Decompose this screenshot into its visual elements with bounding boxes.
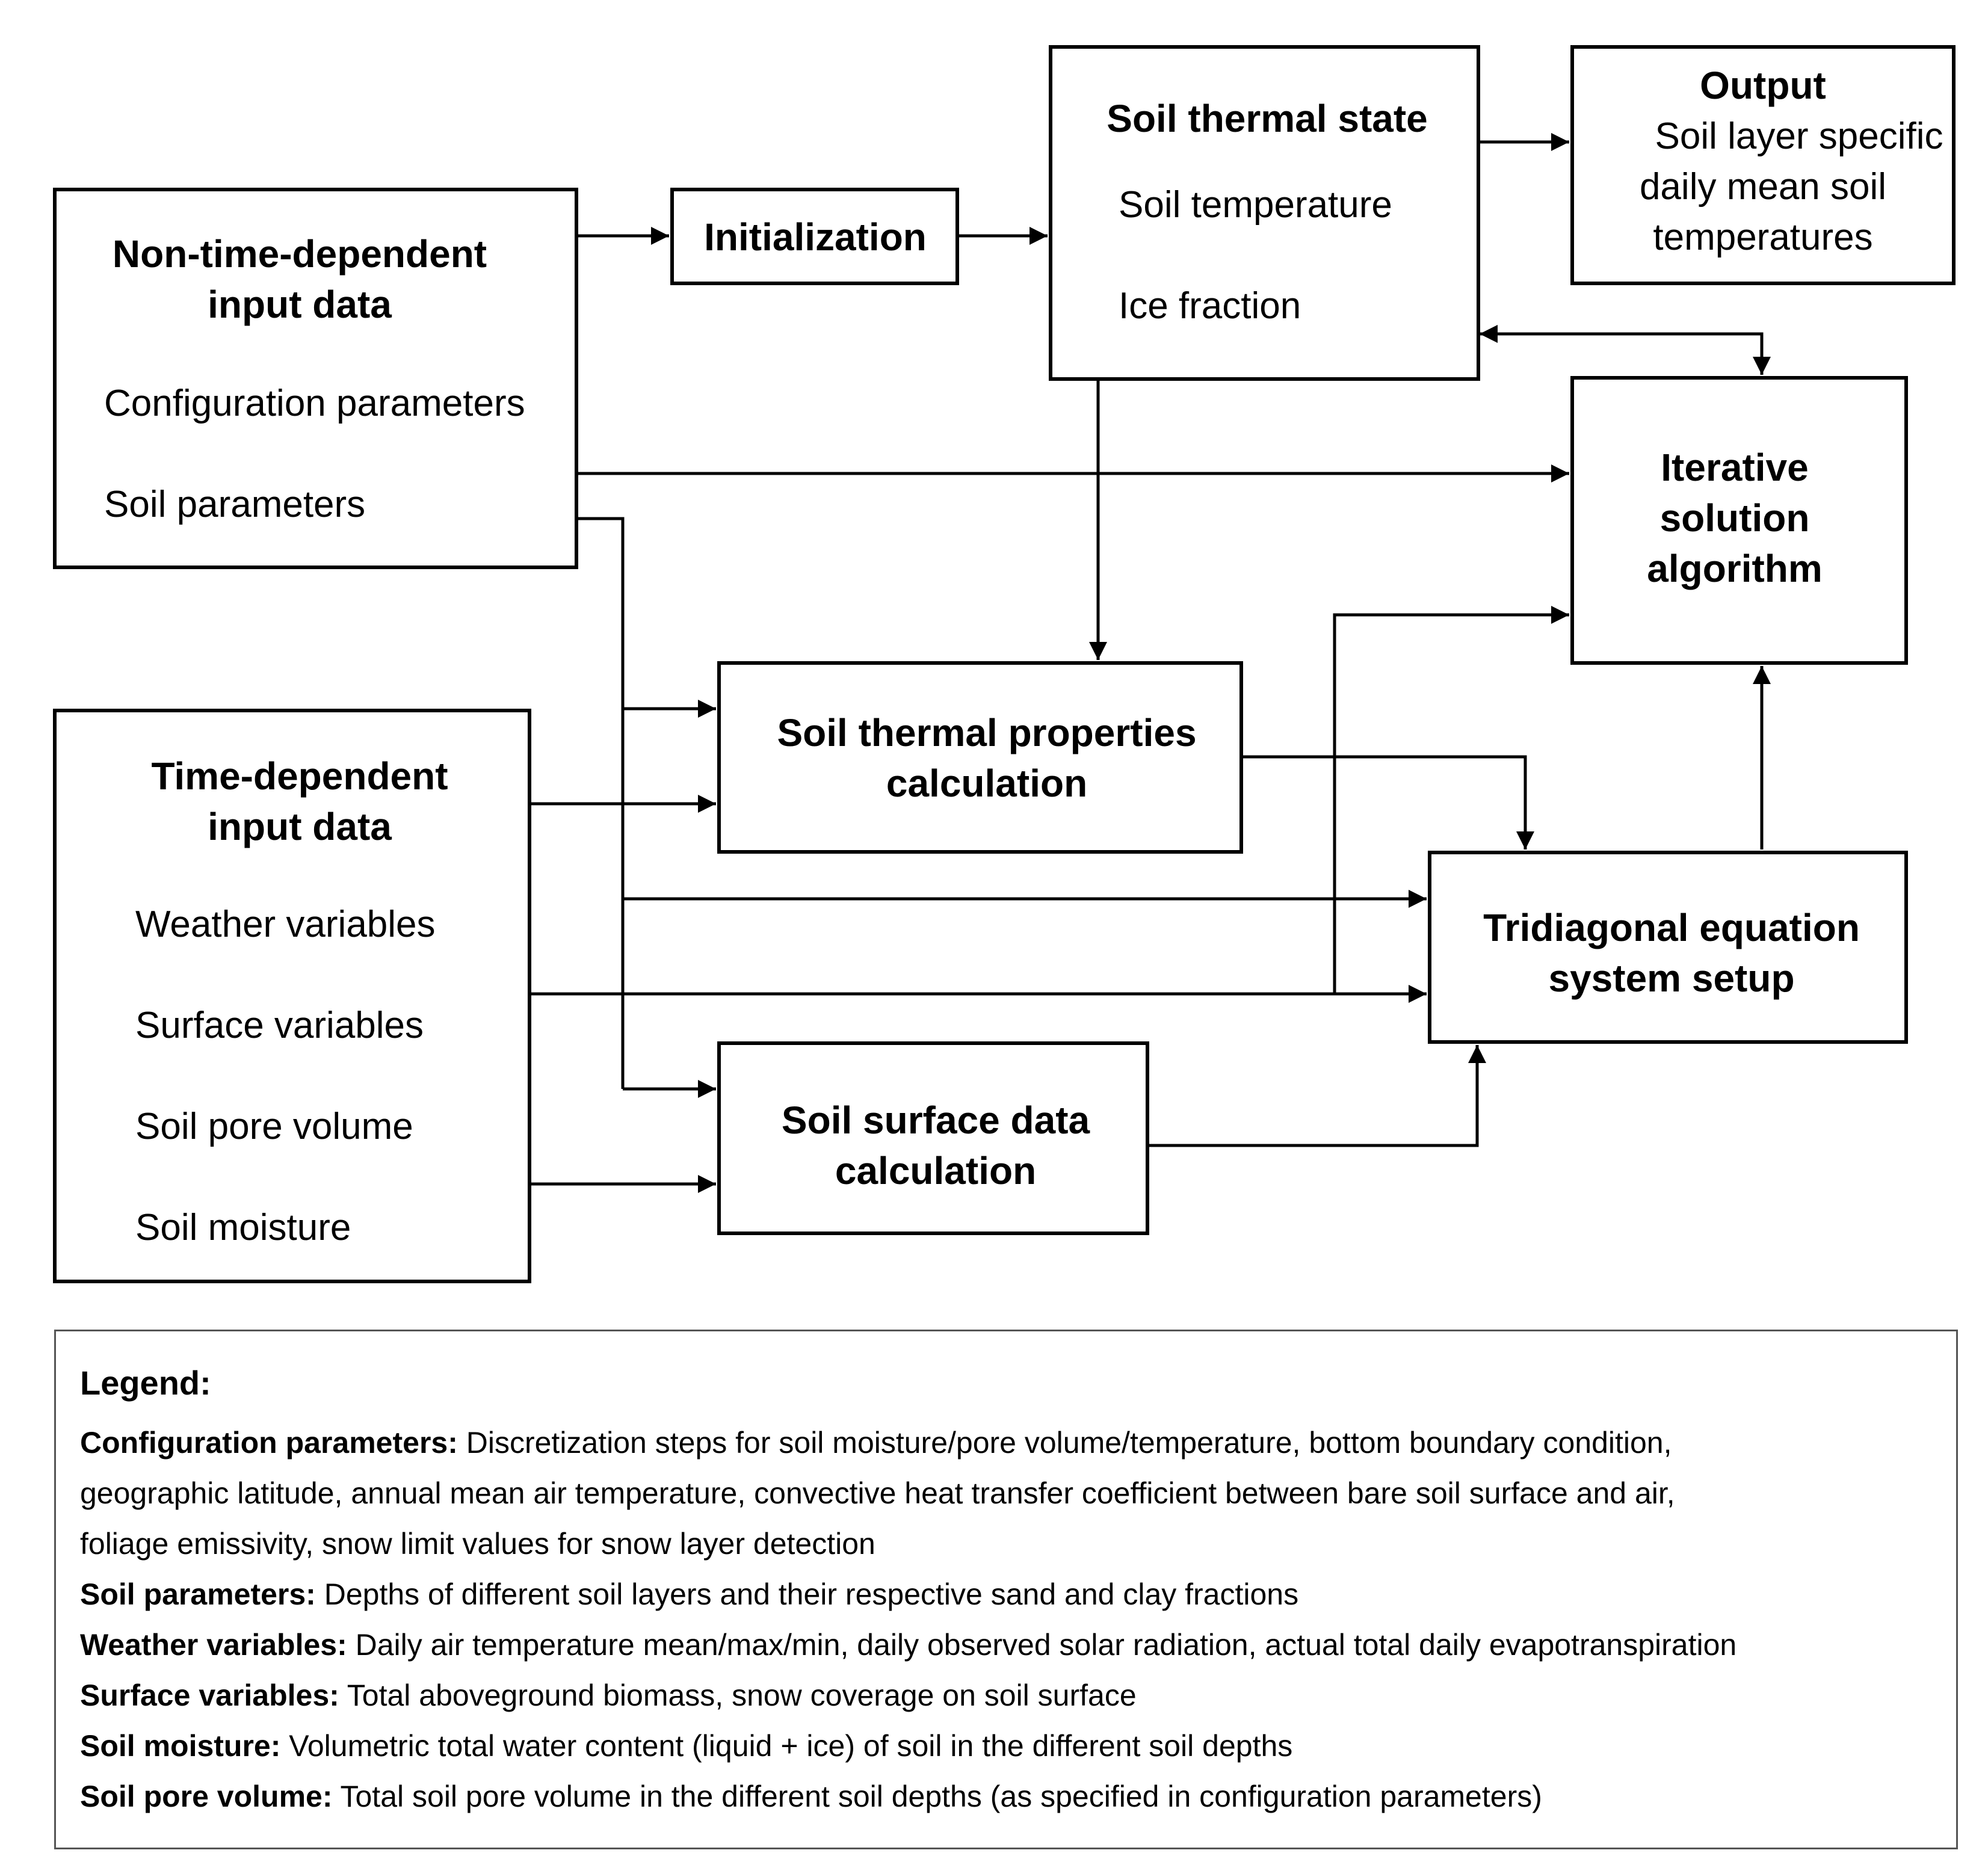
arrow-iterative-to-thermal-state [1480,325,1771,375]
legend-pore-text: Total soil pore volume in the different … [332,1780,1542,1813]
legend-soil-params-line: Soil parameters: Depths of different soi… [80,1579,1298,1609]
weather-variables-item: Weather variables [135,904,436,945]
initialization-box [670,188,959,285]
legend-surface-label: Surface variables: [80,1678,339,1712]
soil-pore-volume-item: Soil pore volume [135,1106,413,1147]
legend-pore-label: Soil pore volume: [80,1780,333,1813]
legend-moisture-line: Soil moisture: Volumetric total water co… [80,1731,1292,1761]
legend-weather-label: Weather variables: [80,1628,347,1662]
legend-moisture-label: Soil moisture: [80,1729,281,1763]
legend-moisture-text: Volumetric total water content (liquid +… [280,1729,1293,1763]
legend-title: Legend: [80,1364,211,1402]
surface-data-line-2: calculation [835,1149,1037,1192]
configuration-parameters-item: Configuration parameters [104,383,525,424]
non-time-dependent-title-line2: input data [208,283,392,326]
legend-soil-params-label: Soil parameters: [80,1577,316,1611]
soil-thermal-properties-box [717,661,1243,854]
time-dependent-title-line2: input data [208,805,392,848]
output-line-2: daily mean soil [1639,166,1887,208]
time-dependent-input-box [53,709,531,1283]
surface-variables-item: Surface variables [135,1005,424,1046]
soil-moisture-item: Soil moisture [135,1207,351,1248]
soil-surface-data-box [717,1041,1149,1235]
ice-fraction-item: Ice fraction [1119,285,1301,327]
arrow-thermal-props-to-tridiagonal [1241,755,1534,849]
legend-config-text-2: geographic latitude, annual mean air tem… [80,1476,1675,1510]
thermal-properties-line-2: calculation [886,762,1088,805]
legend-config-line-3: foliage emissivity, snow limit values fo… [80,1529,875,1559]
legend-soil-params-text: Depths of different soil layers and thei… [315,1577,1299,1611]
tridiagonal-line-2: system setup [1548,957,1795,1000]
iterative-solution-box [1570,376,1908,665]
legend-weather-line: Weather variables: Daily air temperature… [80,1630,1736,1660]
legend-config-label: Configuration parameters: [80,1426,458,1460]
non-time-dependent-input-box [53,188,578,569]
output-line-1: Soil layer specific [1655,116,1943,157]
tridiagonal-setup-box [1428,851,1908,1044]
time-dependent-title-line1: Time-dependent [151,754,448,798]
iterative-line-2: solution [1659,496,1810,540]
legend-weather-text: Daily air temperature mean/max/min, dail… [347,1628,1737,1662]
legend-config-text-1: Discretization steps for soil moisture/p… [457,1426,1672,1460]
soil-temperature-item: Soil temperature [1119,184,1392,226]
soil-thermal-state-box [1049,45,1480,381]
surface-data-line-1: Soil surface data [781,1099,1090,1142]
output-box [1570,45,1956,285]
legend-surface-text: Total aboveground biomass, snow coverage… [339,1678,1137,1712]
iterative-line-1: Iterative [1661,446,1809,489]
legend-config-line-1: Configuration parameters: Discretization… [80,1428,1672,1458]
output-title: Output [1700,64,1826,107]
output-line-3: temperatures [1653,217,1873,258]
soil-thermal-state-title: Soil thermal state [1107,97,1428,140]
tridiagonal-line-1: Tridiagonal equation [1483,906,1860,949]
arrow-timeinput-branch-to-iterative [1333,606,1569,994]
legend-surface-line: Surface variables: Total aboveground bio… [80,1680,1137,1710]
initialization-title: Initialization [704,215,927,259]
legend-pore-line: Soil pore volume: Total soil pore volume… [80,1781,1542,1811]
soil-parameters-item: Soil parameters [104,484,366,525]
non-time-dependent-title-line1: Non-time-dependent [112,232,487,276]
legend-config-text-3: foliage emissivity, snow limit values fo… [80,1527,875,1561]
legend-config-line-2: geographic latitude, annual mean air tem… [80,1478,1675,1508]
arrow-surface-data-to-tridiagonal [1147,1045,1486,1147]
legend-box: Legend: Configuration parameters: Discre… [54,1330,1958,1849]
thermal-properties-line-1: Soil thermal properties [777,711,1197,754]
iterative-line-3: algorithm [1647,547,1823,590]
